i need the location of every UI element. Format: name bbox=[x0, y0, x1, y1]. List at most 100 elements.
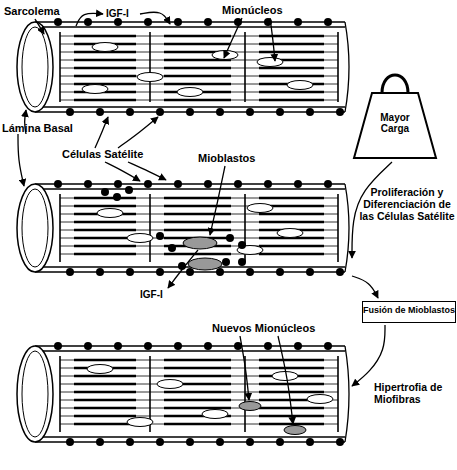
satellite-cell bbox=[294, 180, 302, 188]
myonucleus bbox=[127, 418, 153, 427]
fiber-membrane bbox=[35, 26, 345, 27]
myofilament bbox=[60, 36, 338, 37]
satellite-cell bbox=[156, 438, 164, 446]
satellite-cell bbox=[336, 438, 344, 446]
satellite-cell bbox=[246, 438, 254, 446]
fiber-cross-section bbox=[17, 346, 53, 442]
leader-arrow bbox=[270, 18, 275, 61]
myofibril-band bbox=[259, 197, 324, 200]
myonucleus bbox=[257, 58, 283, 67]
myofibril-band bbox=[74, 391, 136, 394]
myofilament bbox=[60, 384, 338, 385]
myofibril-band bbox=[74, 197, 136, 200]
myonucleus bbox=[97, 209, 123, 218]
satellite-cell bbox=[336, 268, 344, 276]
fiber-end bbox=[345, 184, 349, 272]
myofibril-band bbox=[164, 367, 231, 370]
myonucleus bbox=[202, 410, 228, 419]
myofibril-band bbox=[164, 213, 231, 216]
myofibril-band bbox=[164, 221, 231, 224]
satellite-cell bbox=[114, 342, 122, 350]
myofibril-band bbox=[74, 99, 136, 102]
myofibril-band bbox=[164, 399, 231, 402]
fiber-end bbox=[345, 22, 349, 112]
myoblast bbox=[188, 258, 222, 270]
satellite-cell bbox=[306, 108, 314, 116]
myofilament bbox=[60, 400, 338, 401]
satellite-cell bbox=[324, 342, 332, 350]
satellite-cell bbox=[113, 193, 121, 201]
satellite-cell bbox=[101, 188, 109, 196]
leader-arrow bbox=[140, 12, 170, 24]
new-myonucleus bbox=[284, 426, 306, 435]
satellite-cell bbox=[156, 232, 164, 240]
myofibril-band bbox=[259, 391, 324, 394]
fiber-membrane bbox=[35, 106, 345, 107]
myofibril-band bbox=[259, 35, 324, 38]
myofibril-band bbox=[259, 221, 324, 224]
satellite-cell bbox=[306, 438, 314, 446]
satellite-cell bbox=[156, 268, 164, 276]
satellite-cell bbox=[54, 180, 62, 188]
satellite-cell bbox=[238, 258, 246, 266]
satellite-cell bbox=[186, 108, 194, 116]
myofibril-band bbox=[164, 375, 231, 378]
myofibril-band bbox=[164, 83, 231, 86]
node-text: Fusión de Mioblastos bbox=[363, 306, 455, 316]
satellite-cell bbox=[84, 342, 92, 350]
myonucleus bbox=[127, 234, 153, 243]
z-line bbox=[149, 194, 151, 262]
satellite-cell bbox=[54, 18, 62, 26]
myofibril-band bbox=[74, 221, 136, 224]
myofibril-band bbox=[74, 229, 136, 232]
satellite-cell bbox=[294, 18, 302, 26]
satellite-cell bbox=[168, 244, 176, 252]
myonucleus bbox=[277, 229, 303, 238]
myofibril-band bbox=[74, 375, 136, 378]
part-label: Mionúcleos bbox=[222, 4, 302, 17]
myofibril-band bbox=[259, 91, 324, 94]
myofilament bbox=[60, 254, 338, 255]
fiber-cross-section bbox=[22, 189, 48, 267]
myofilament bbox=[60, 392, 338, 393]
myofibril-band bbox=[74, 59, 136, 62]
muscle-fiber bbox=[17, 342, 349, 446]
z-line bbox=[337, 32, 339, 102]
satellite-cell bbox=[84, 18, 92, 26]
satellite-cell bbox=[204, 18, 212, 26]
myofilament bbox=[60, 76, 338, 77]
part-label: Hipertrofia de Miofibras bbox=[374, 381, 456, 405]
fiber-end bbox=[345, 346, 349, 442]
myofilament bbox=[60, 360, 338, 361]
myofibril-band bbox=[164, 253, 231, 256]
myofilament bbox=[60, 198, 338, 199]
myofilament bbox=[60, 222, 338, 223]
part-label: Lámina Basal bbox=[2, 122, 82, 135]
myofibril-band bbox=[74, 415, 136, 418]
myofibril-band bbox=[259, 253, 324, 256]
myofibril-band bbox=[74, 253, 136, 256]
myofilament bbox=[60, 424, 338, 425]
satellite-cell bbox=[216, 438, 224, 446]
satellite-cell bbox=[66, 438, 74, 446]
satellite-cell bbox=[126, 268, 134, 276]
myonucleus bbox=[287, 81, 313, 90]
leader-arrow bbox=[128, 162, 166, 180]
satellite-cell bbox=[238, 241, 246, 249]
myonucleus bbox=[82, 85, 108, 94]
satellite-cell bbox=[96, 268, 104, 276]
satellite-cell bbox=[84, 180, 92, 188]
myofibril-band bbox=[164, 423, 231, 426]
leader-lines bbox=[18, 12, 392, 424]
myofibril-band bbox=[164, 229, 231, 232]
z-line bbox=[59, 194, 61, 262]
leader-arrow bbox=[240, 336, 249, 400]
myofibril-band bbox=[259, 99, 324, 102]
leader-arrow bbox=[352, 325, 385, 386]
satellite-cell bbox=[126, 108, 134, 116]
leader-arrow bbox=[118, 117, 158, 148]
myofibril-band bbox=[164, 197, 231, 200]
satellite-cell bbox=[96, 438, 104, 446]
myofibril-band bbox=[74, 67, 136, 70]
satellite-cell bbox=[125, 186, 133, 194]
